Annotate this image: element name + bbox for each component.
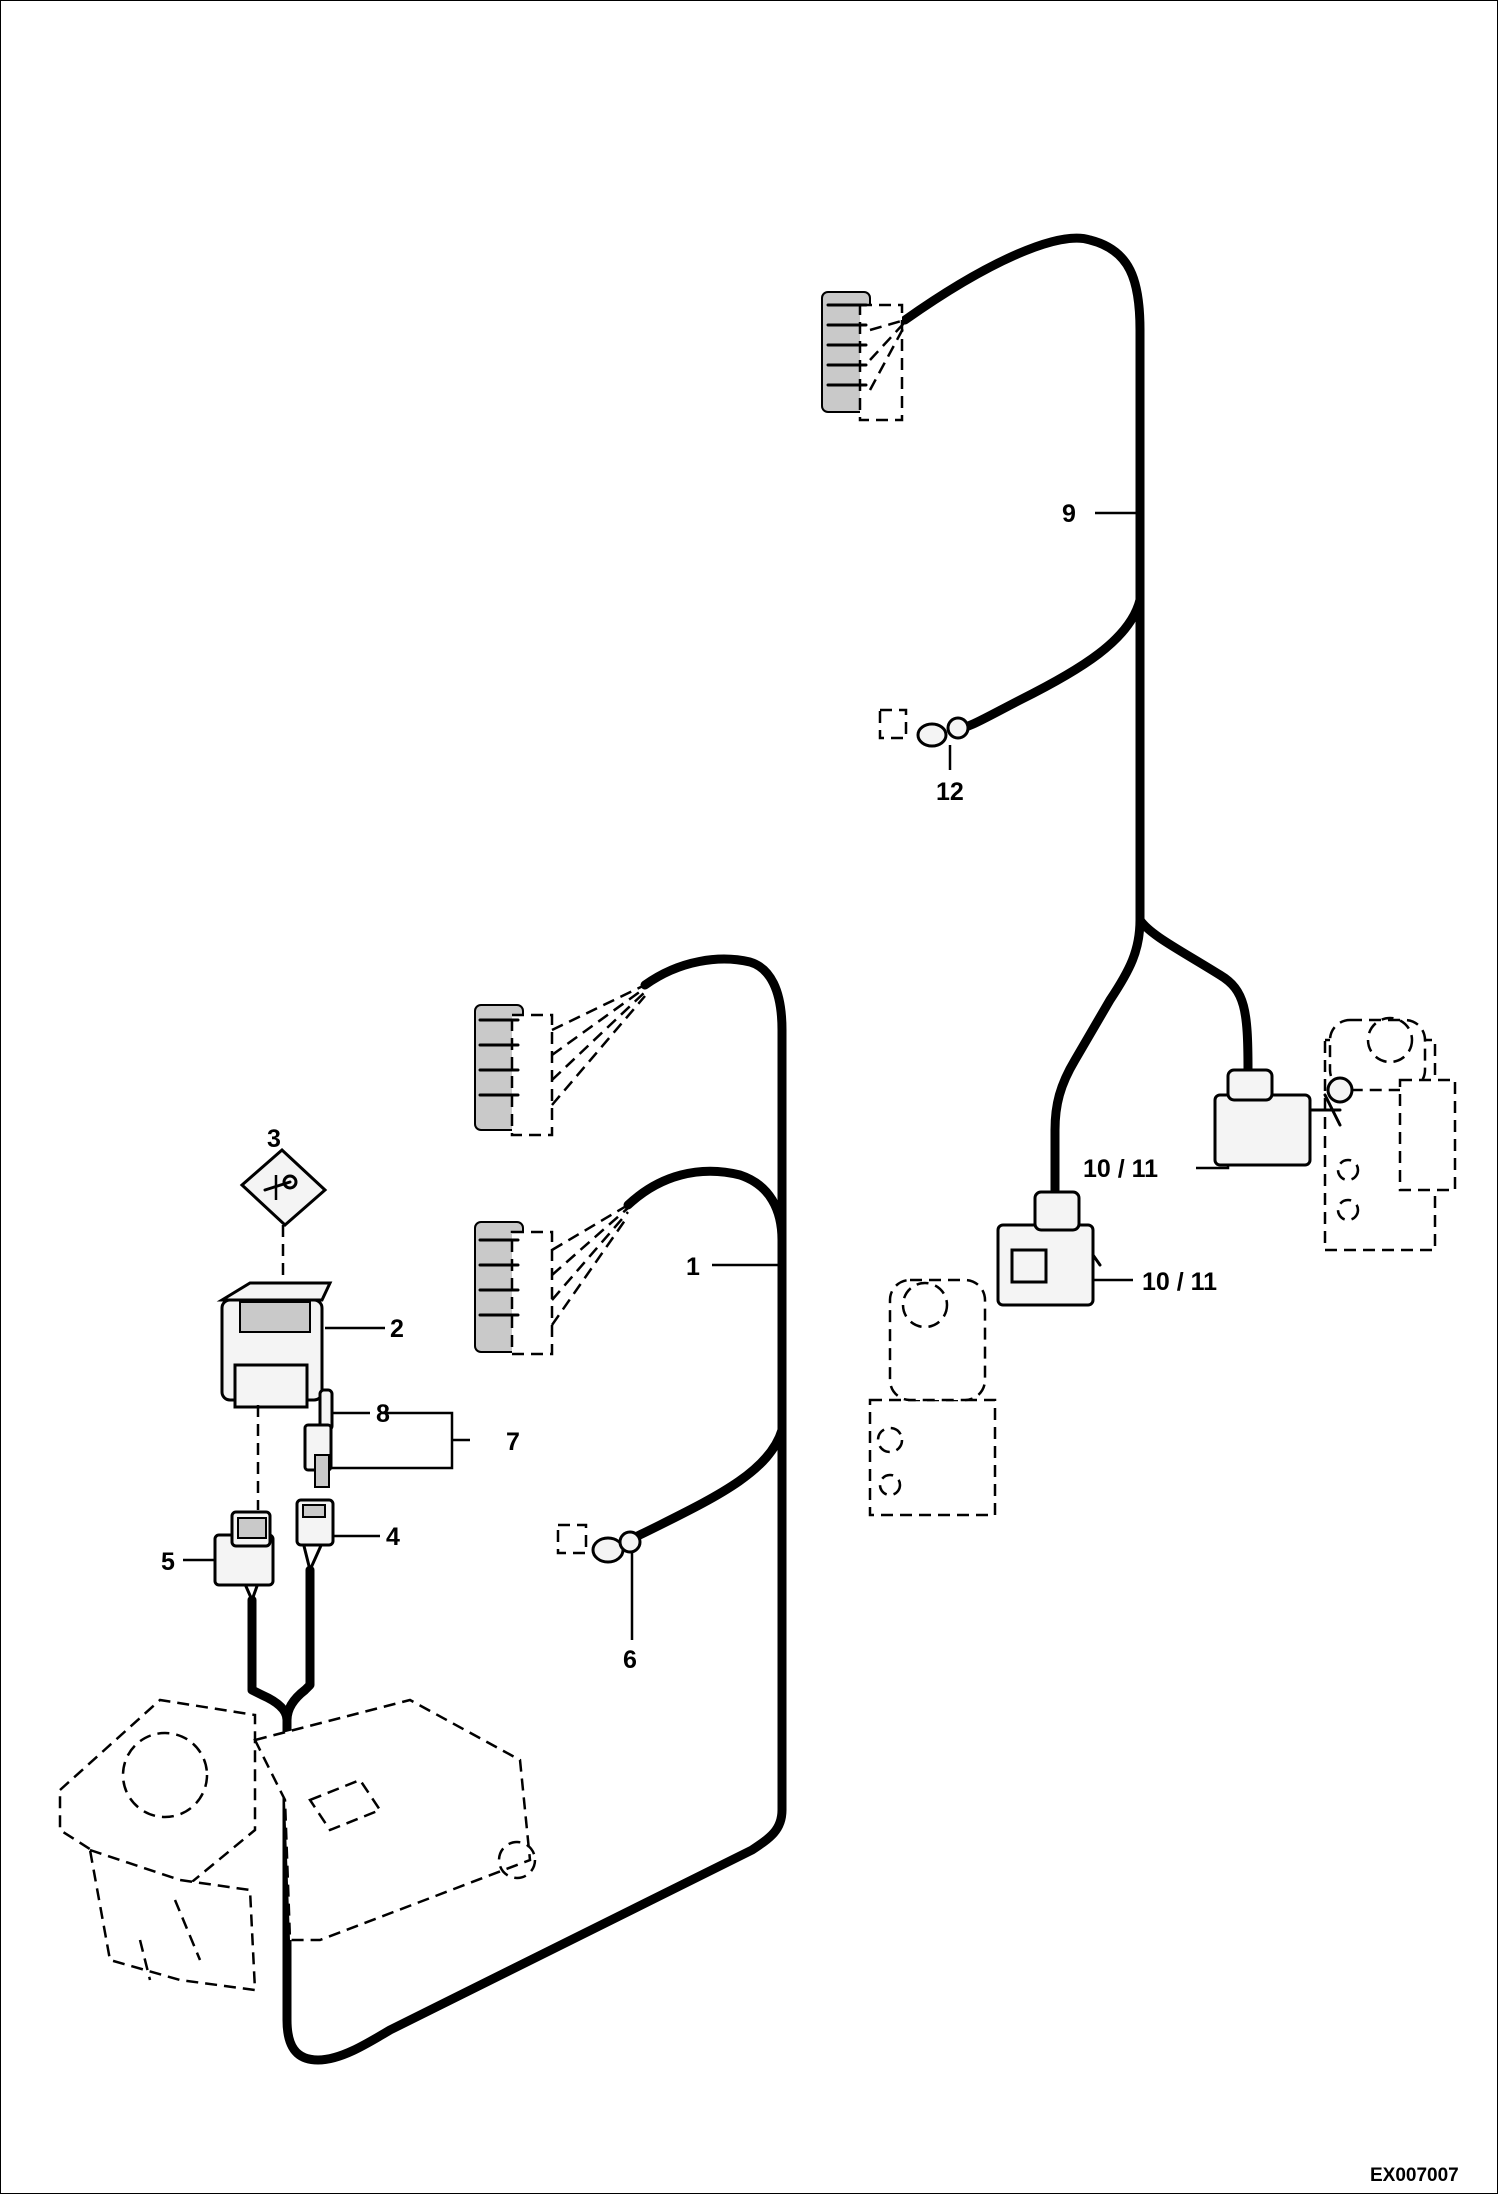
seat-console-outline — [58, 1698, 537, 1992]
solenoid-valve-right — [1213, 1016, 1457, 1252]
harness-9 — [900, 233, 1253, 1195]
connector-5 — [213, 1510, 275, 1587]
label-7: 7 — [506, 1428, 520, 1456]
label-2: 2 — [390, 1315, 404, 1343]
ring-terminal-12 — [878, 708, 970, 748]
label-10-11-lower: 10 / 11 — [1142, 1268, 1217, 1296]
solenoid-valve-left — [868, 1190, 1102, 1517]
part-labels: 9 12 10 / 11 10 / 11 1 3 2 8 7 4 5 6 EX0… — [161, 500, 1459, 2186]
connector-block-lower-upper — [474, 983, 646, 1137]
rocker-switch-2 — [216, 1147, 333, 1510]
ring-terminal-6 — [556, 1523, 642, 1564]
connector-block-upper — [821, 291, 907, 422]
label-10-11-upper: 10 / 11 — [1083, 1155, 1158, 1183]
connector-block-lower-lower — [474, 1203, 630, 1356]
label-1: 1 — [686, 1253, 700, 1281]
label-8: 8 — [376, 1400, 390, 1428]
label-5: 5 — [161, 1548, 175, 1576]
label-6: 6 — [623, 1646, 637, 1674]
fuse-holder-7-8 — [303, 1388, 334, 1488]
label-9: 9 — [1062, 500, 1076, 528]
leader-lines — [183, 511, 1230, 1640]
label-12: 12 — [936, 778, 964, 806]
label-4: 4 — [386, 1523, 400, 1551]
label-3: 3 — [267, 1125, 281, 1153]
connector-4 — [295, 1498, 335, 1547]
drawing-code: EX007007 — [1370, 2165, 1459, 2186]
